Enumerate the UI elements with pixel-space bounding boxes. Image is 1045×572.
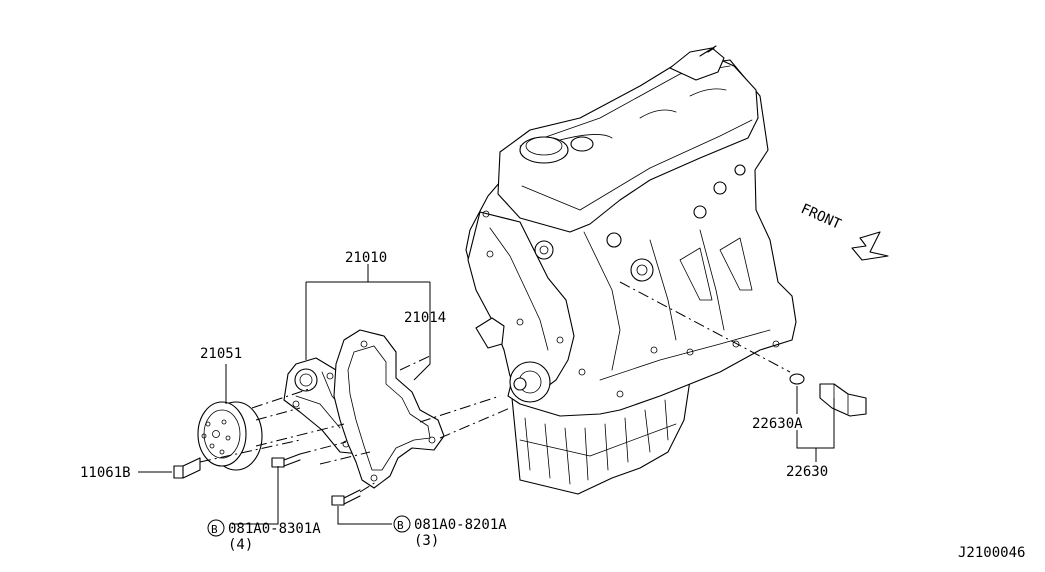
bolt-marker-circle-b bbox=[393, 515, 411, 533]
bolt-11061B bbox=[173, 457, 201, 479]
bolt-marker-a: B bbox=[211, 523, 218, 536]
bolt-081A0-8301A bbox=[271, 453, 301, 468]
label-081A0-8201A: 081A0-8201A bbox=[414, 517, 507, 533]
label-21010: 21010 bbox=[345, 250, 387, 266]
bolt-081A0-8201A bbox=[331, 489, 361, 506]
water-temp-sensor-22630 bbox=[789, 373, 867, 417]
callout-leaders bbox=[138, 264, 835, 525]
assembly-lines bbox=[199, 281, 791, 493]
gasket-21014 bbox=[333, 329, 445, 489]
front-label: FRONT bbox=[798, 201, 844, 233]
bolt-marker-b: B bbox=[397, 519, 404, 532]
front-direction-arrow bbox=[851, 231, 889, 261]
label-081A0-8301A: 081A0-8301A bbox=[228, 521, 321, 537]
label-21014: 21014 bbox=[404, 310, 446, 326]
pulley-21051 bbox=[197, 401, 263, 471]
bolt-marker-circle-a bbox=[207, 519, 225, 537]
engine-assembly bbox=[465, 45, 797, 495]
label-22630: 22630 bbox=[786, 464, 828, 480]
label-21051: 21051 bbox=[200, 346, 242, 362]
label-11061B: 11061B bbox=[80, 465, 131, 481]
qty-081A0-8301A: (4) bbox=[228, 537, 253, 553]
figure-code: J2100046 bbox=[958, 545, 1025, 561]
label-22630A: 22630A bbox=[752, 416, 803, 432]
part-labels: 21010 21014 21051 11061B B 081A0-8301A (… bbox=[80, 201, 1025, 561]
qty-081A0-8201A: (3) bbox=[414, 533, 439, 549]
